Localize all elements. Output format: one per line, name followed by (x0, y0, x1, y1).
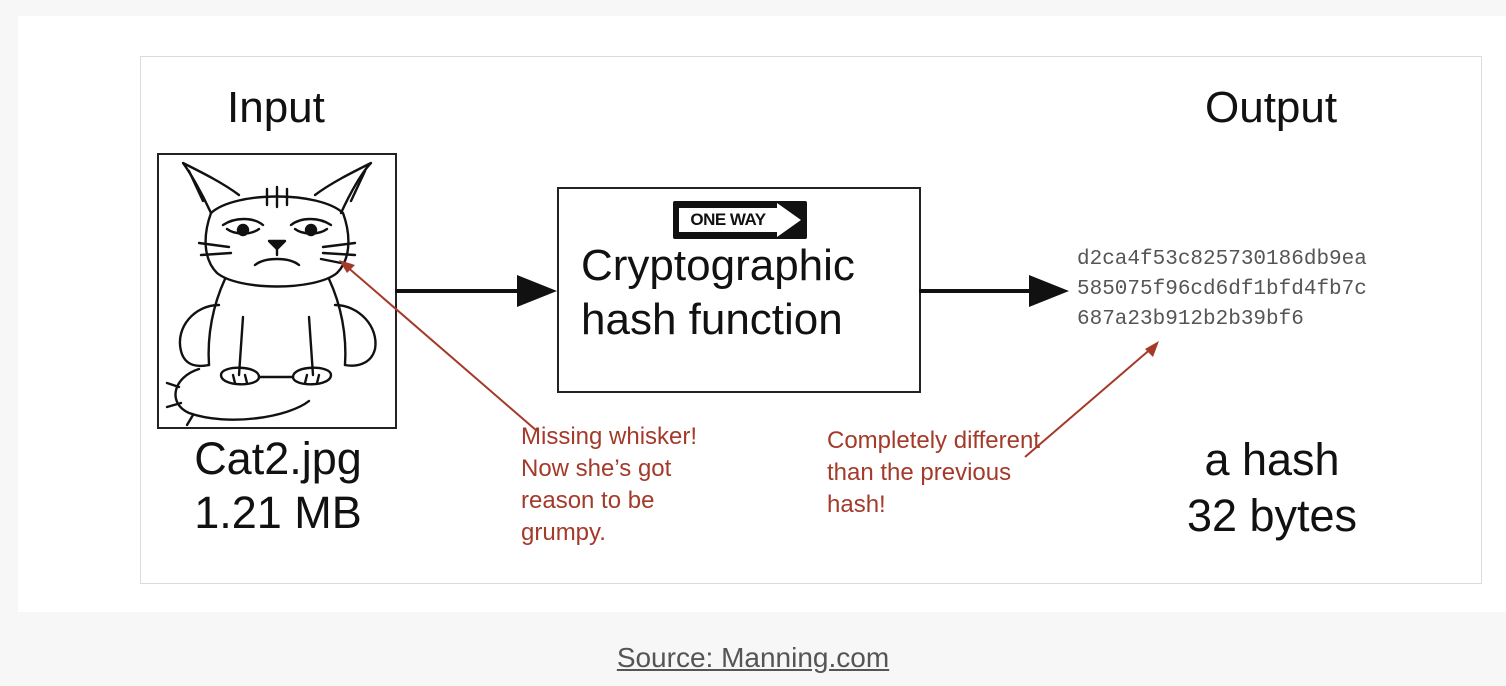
hash-line: 687a23b912b2b39bf6 (1077, 308, 1304, 331)
function-title: Cryptographic hash function (581, 241, 855, 344)
annotation-whisker: Missing whisker! Now she’s got reason to… (521, 423, 698, 546)
annotation-hash: Completely different than the previous h… (827, 427, 1040, 518)
output-caption: a hash 32 bytes (1141, 432, 1403, 544)
one-way-sign-text: ONE WAY (679, 208, 777, 232)
output-caption-line2: 32 bytes (1186, 490, 1358, 541)
input-to-function-arrow (395, 275, 557, 307)
input-file-name: Cat2.jpg (194, 433, 362, 484)
one-way-arrowhead-icon (777, 203, 801, 237)
annotation-arrow-hash (1024, 341, 1159, 458)
cat-image (157, 153, 397, 429)
input-caption: Cat2.jpg 1.21 MB (163, 432, 393, 540)
input-file-size: 1.21 MB (194, 487, 362, 538)
output-title: Output (1205, 83, 1338, 132)
one-way-sign-icon: ONE WAY (673, 201, 807, 239)
hash-function-box: ONE WAY Cryptographic hash function (557, 187, 921, 393)
function-to-output-arrow (919, 275, 1069, 307)
annotation-arrow-whisker (339, 260, 538, 432)
diagram-arrows (339, 260, 1159, 458)
hash-line: d2ca4f53c825730186db9ea (1077, 248, 1367, 271)
hash-diagram: Input Output (140, 56, 1482, 584)
source-link[interactable]: Source: Manning.com (616, 642, 890, 673)
output-caption-line1: a hash (1204, 434, 1340, 485)
hash-line: 585075f96cd6df1bfd4fb7c (1077, 278, 1367, 301)
figure-card: Input Output (18, 16, 1506, 612)
input-title: Input (227, 83, 325, 132)
hash-value: d2ca4f53c825730186db9ea 585075f96cd6df1b… (1077, 245, 1367, 335)
grumpy-cat-illustration (165, 161, 377, 427)
